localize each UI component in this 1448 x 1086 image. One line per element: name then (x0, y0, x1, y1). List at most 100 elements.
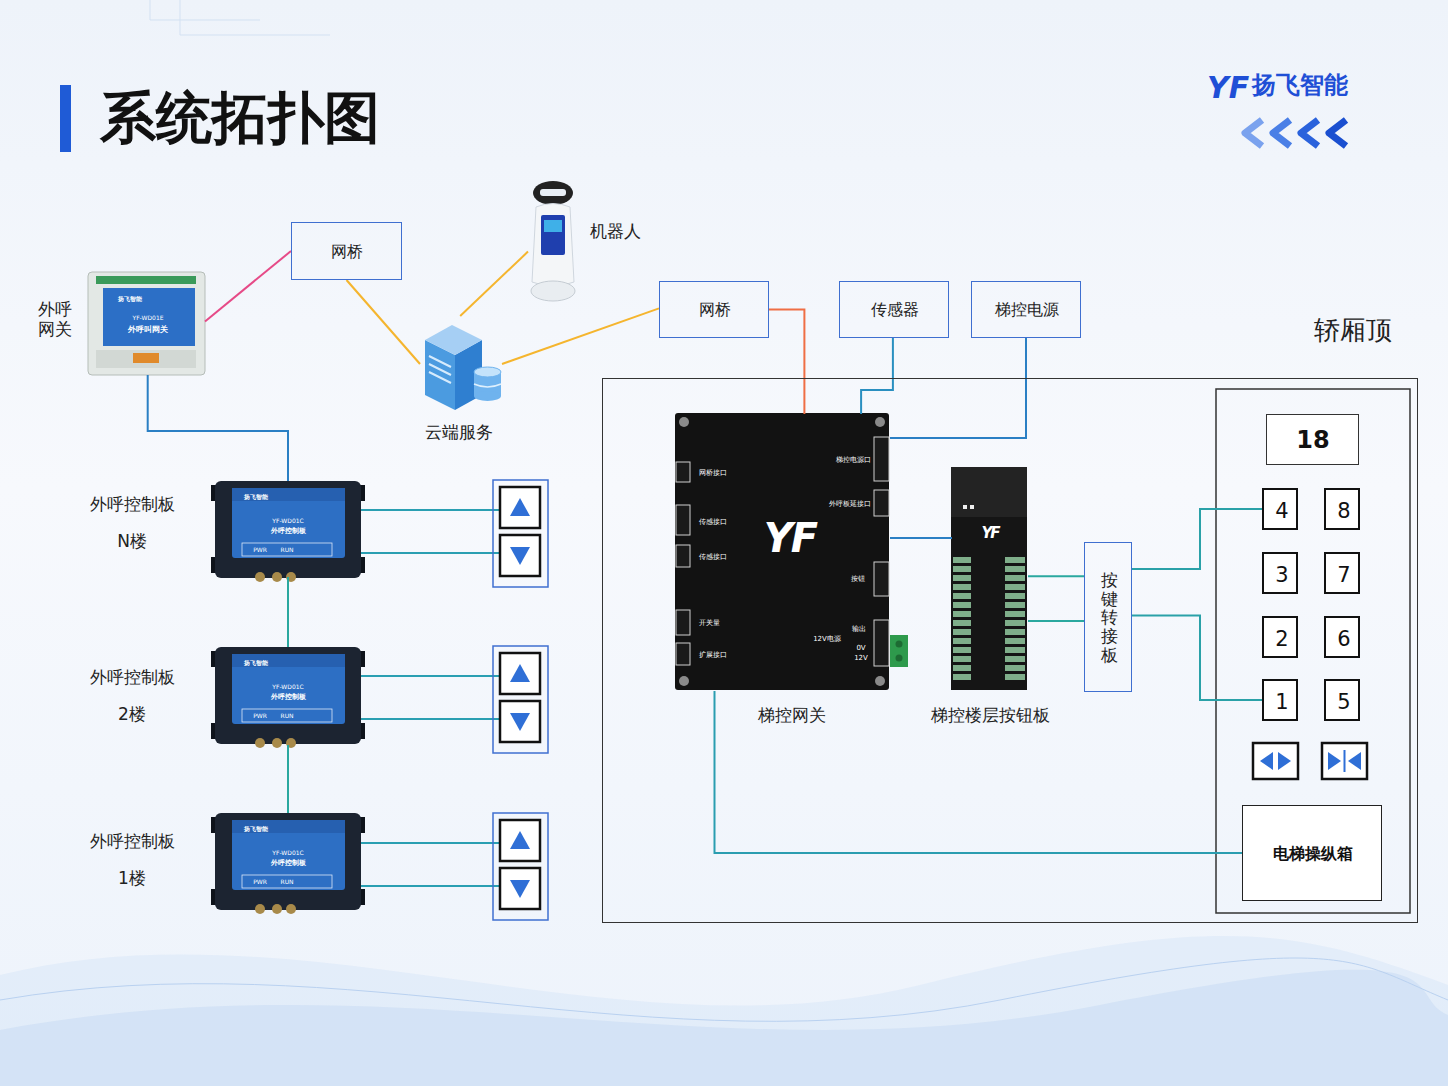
up-arrow (510, 498, 530, 516)
board-socket (874, 620, 889, 666)
node-box: 网桥 (291, 222, 402, 280)
robot-base (531, 281, 575, 301)
node-text: 外呼控制板 (90, 668, 175, 688)
button-terminal (953, 566, 971, 572)
floor-button: 5 (1324, 679, 1360, 721)
device-print: PWR (253, 879, 267, 886)
server-top (425, 325, 482, 355)
control-board-strip (242, 543, 332, 556)
door-close-button (1322, 743, 1367, 779)
terminal-screw (896, 655, 903, 662)
up-arrow (510, 664, 530, 682)
node-text: 2 (1275, 627, 1288, 651)
door-open-button (1253, 743, 1298, 779)
board-led (970, 505, 974, 509)
down-arrow (510, 713, 530, 731)
device-node: 外呼 网关扬飞智能YF-WD01E外呼叫网关 (88, 272, 205, 375)
node-box: 传感器 (839, 281, 949, 338)
door-close-icon (1344, 750, 1346, 772)
brand-logo: 扬飞智能 (1252, 72, 1348, 98)
up-arrow (510, 831, 530, 849)
button-terminal (1005, 656, 1025, 662)
device-print: YF-WD01C (272, 684, 303, 691)
node-box: 18 (1266, 414, 1359, 465)
down-button (500, 868, 540, 909)
button-terminal (1005, 629, 1025, 635)
down-arrow (510, 547, 530, 565)
node-text: 7 (1337, 563, 1350, 587)
button-terminal (1005, 611, 1025, 617)
device-print: 梯控电源口 (836, 456, 871, 464)
node-box: 电梯操纵箱 (1242, 805, 1382, 901)
board-socket (676, 545, 690, 567)
node-text: 8 (1337, 499, 1350, 523)
device-print: YF-WD01C (272, 518, 303, 525)
call-wire (361, 675, 500, 677)
node-text: 3 (1275, 563, 1288, 587)
floor-button: 8 (1324, 488, 1360, 530)
database-top (474, 367, 501, 377)
device-print: 0V (856, 644, 865, 652)
connector-line (1132, 509, 1262, 569)
button-terminal (1005, 584, 1025, 590)
board-socket (676, 462, 690, 482)
button-terminal (953, 674, 971, 680)
node-text: 云端服务 (425, 423, 493, 443)
node-text: 网桥 (699, 301, 731, 319)
device-node: 外呼控制板2楼扬飞智能YF-WD01C外呼控制板PWRRUN (215, 647, 361, 745)
cable-gland (286, 904, 296, 914)
board-socket (676, 643, 690, 665)
floor-button: 4 (1262, 488, 1298, 530)
connector-line (715, 691, 1243, 853)
device-print: 传感接口 (699, 553, 727, 561)
node-text: 6 (1337, 627, 1350, 651)
button-terminal (1005, 557, 1025, 563)
robot-face (540, 189, 566, 196)
device-print: YF-WD01C (272, 850, 303, 857)
control-board-label (232, 820, 345, 890)
door-close-icon (1328, 752, 1341, 770)
call-wire (361, 509, 500, 511)
node-text: 电梯操纵箱 (1273, 845, 1353, 863)
button-terminal (1005, 566, 1025, 572)
control-board-label (232, 488, 345, 558)
control-board-label-bar (232, 654, 345, 667)
node-text: N楼 (117, 532, 147, 552)
device-print: 网桥接口 (699, 469, 727, 477)
node-text: 1 (1275, 690, 1288, 714)
button-terminal (953, 593, 971, 599)
node-text: YF (981, 525, 998, 542)
background-line (0, 958, 1448, 1021)
node-text: 网桥 (331, 243, 363, 261)
chevron (1301, 120, 1318, 146)
button-terminal (953, 557, 971, 563)
node-text: 传感器 (871, 301, 919, 319)
call-button-frame (493, 646, 548, 753)
call-button-frame (493, 480, 548, 587)
node-text: YF (764, 515, 816, 561)
node-text: 外呼控制板 (90, 832, 175, 852)
robot-body (532, 204, 574, 287)
call-wire (361, 885, 500, 887)
mount-hole (679, 417, 689, 427)
device-node: 外呼控制板N楼扬飞智能YF-WD01C外呼控制板PWRRUN (215, 481, 361, 577)
button-terminal (953, 656, 971, 662)
button-terminal (953, 647, 971, 653)
node-box: 按键转接板 (1084, 542, 1132, 692)
node-text: 4 (1275, 499, 1288, 523)
gateway-base (96, 350, 196, 368)
node-text: 2楼 (118, 705, 146, 725)
device-print: 扩展接口 (699, 651, 727, 659)
connector-line (502, 308, 659, 364)
board-socket (874, 562, 889, 596)
down-button (500, 701, 540, 742)
device-print: PWR (253, 713, 267, 720)
connector-line (1028, 620, 1084, 622)
floor-button: 2 (1262, 616, 1298, 658)
button-terminal (953, 575, 971, 581)
robot-screen-content (544, 220, 562, 232)
node-box: 梯控电源 (971, 281, 1081, 338)
door-open-icon (1260, 752, 1273, 770)
